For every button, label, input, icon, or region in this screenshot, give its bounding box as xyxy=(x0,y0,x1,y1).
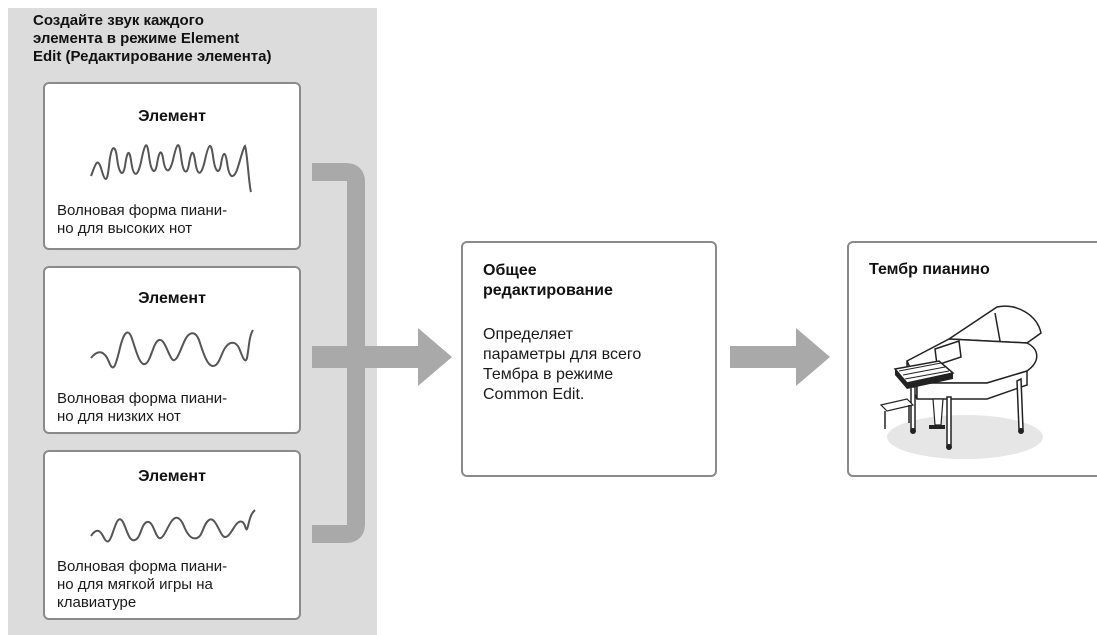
waveform-high-icon xyxy=(90,144,252,193)
arrow-to-common-edit xyxy=(312,328,452,386)
caption-line-1: Волновая форма пиани- xyxy=(57,390,228,407)
common-edit-box: Общее редактирование Определяет параметр… xyxy=(461,241,717,477)
element-caption: Волновая форма пиани- но для мягкой игры… xyxy=(57,558,287,612)
waveform-soft-icon xyxy=(90,509,256,543)
common-edit-title: Общее редактирование xyxy=(483,261,703,301)
arrow-to-voice xyxy=(730,328,830,386)
panel-title-line-3: Edit (Редактирование элемента) xyxy=(33,48,272,65)
common-desc-line-3: Тембра в режиме xyxy=(483,366,614,383)
common-desc-line-2: параметры для всего xyxy=(483,346,642,363)
common-edit-description: Определяет параметры для всего Тембра в … xyxy=(483,325,708,405)
piano-voice-box: Тембр пианино xyxy=(847,241,1097,477)
element-title: Элемент xyxy=(138,108,206,125)
waveform-low-icon xyxy=(90,329,254,369)
grand-piano-icon xyxy=(879,305,1043,459)
element-box-low-notes: Элемент Волновая форма пиани- но для низ… xyxy=(43,266,301,434)
common-desc-line-4: Common Edit. xyxy=(483,386,585,403)
common-title-line-2: редактирование xyxy=(483,282,613,299)
element-caption: Волновая форма пиани- но для низких нот xyxy=(57,390,287,426)
caption-line-2: но для мягкой игры на xyxy=(57,576,213,593)
voice-title: Тембр пианино xyxy=(869,261,990,278)
element-title: Элемент xyxy=(138,290,206,307)
caption-line-1: Волновая форма пиани- xyxy=(57,202,228,219)
common-desc-line-1: Определяет xyxy=(483,326,573,343)
caption-line-2: но для низких нот xyxy=(57,408,181,425)
caption-line-1: Волновая форма пиани- xyxy=(57,558,228,575)
common-title-line-1: Общее xyxy=(483,262,537,279)
panel-title-line-1: Создайте звук каждого xyxy=(33,12,204,29)
caption-line-3: клавиатуре xyxy=(57,594,137,611)
element-box-high-notes: Элемент Волновая форма пиани- но для выс… xyxy=(43,82,301,250)
element-caption: Волновая форма пиани- но для высоких нот xyxy=(57,202,287,238)
caption-line-2: но для высоких нот xyxy=(57,220,193,237)
element-title: Элемент xyxy=(138,468,206,485)
element-edit-panel-title: Создайте звук каждого элемента в режиме … xyxy=(33,12,353,66)
panel-title-line-2: элемента в режиме Element xyxy=(33,30,240,47)
element-box-soft-play: Элемент Волновая форма пиани- но для мяг… xyxy=(43,450,301,620)
